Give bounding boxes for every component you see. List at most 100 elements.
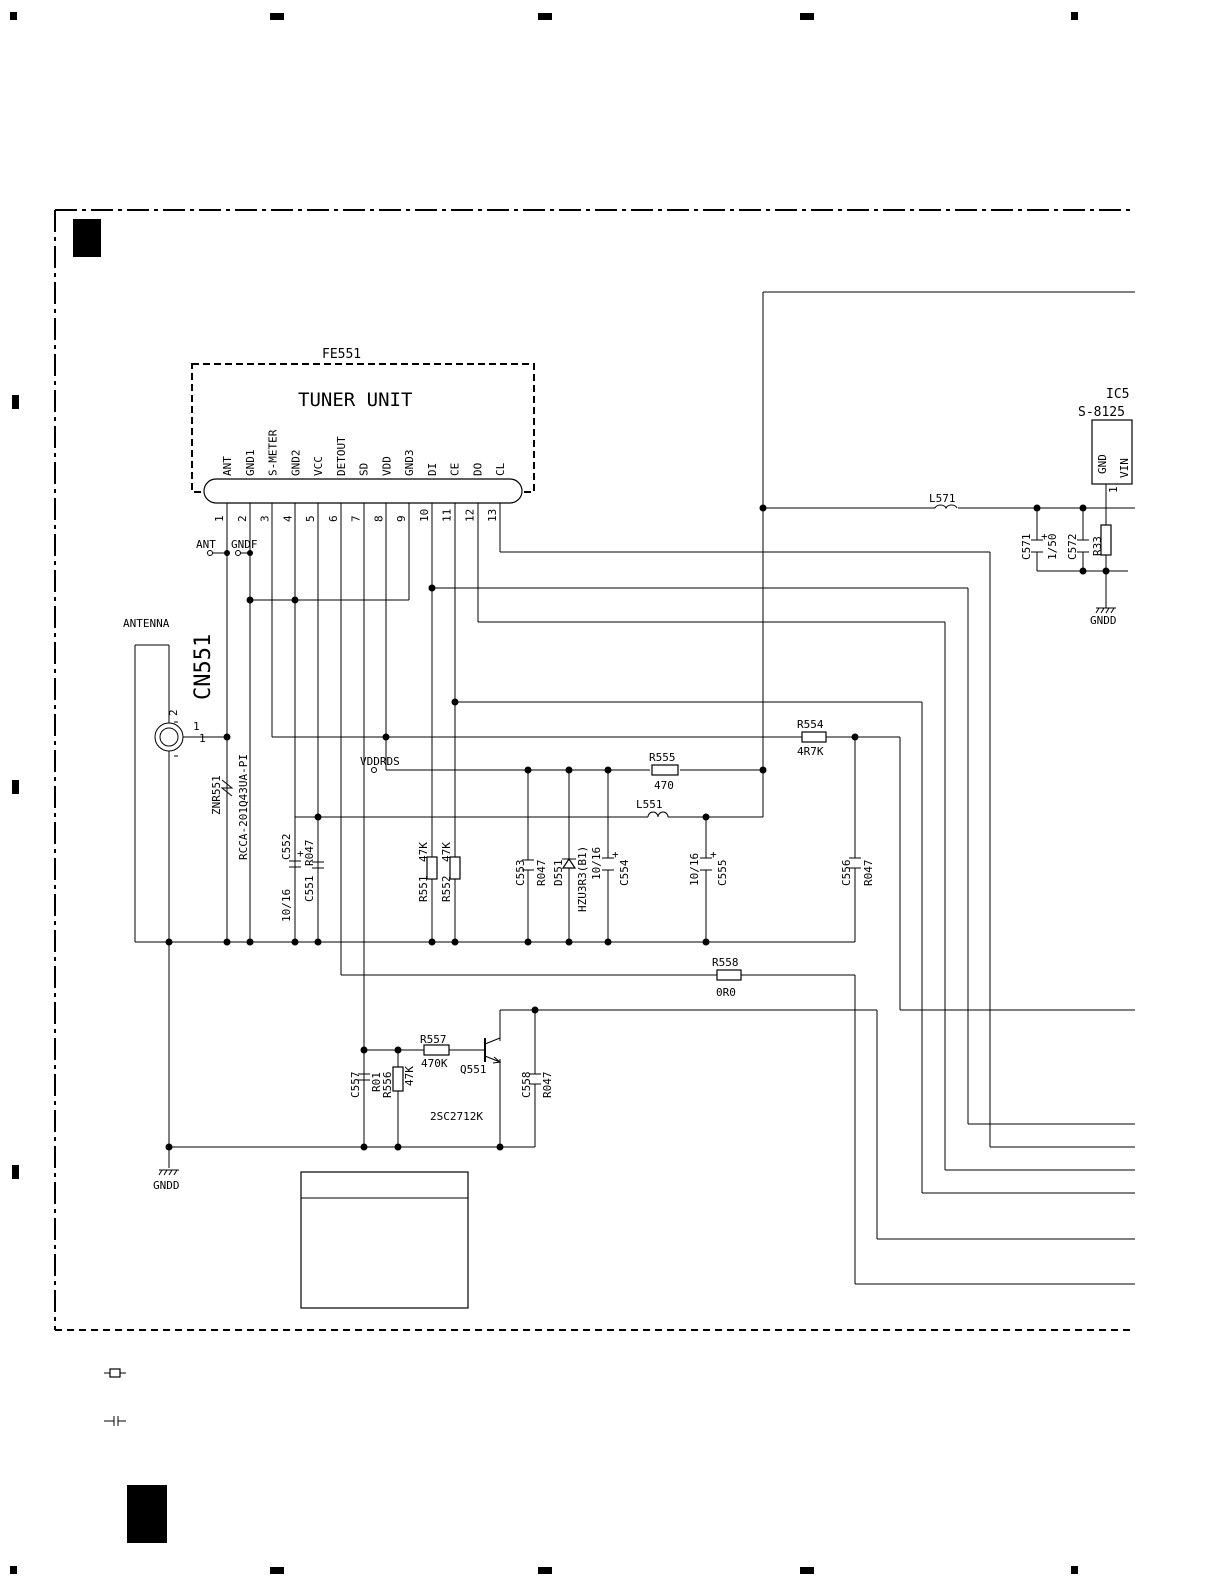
r555-val: 470 <box>654 779 674 792</box>
c558-val: R047 <box>541 1072 554 1099</box>
q551-part: 2SC2712K <box>430 1110 483 1123</box>
c572-ref: C572 <box>1066 534 1079 561</box>
r554: R554 4R7K <box>797 718 827 758</box>
tuner-unit: FE551 TUNER UNIT ANT1GND12S-METER3GND24V… <box>191 347 535 522</box>
r555-ref: R555 <box>649 751 676 764</box>
c553-ref: C553 <box>514 860 527 887</box>
tuner-pin-number: 10 <box>418 509 431 522</box>
r551: R551 47K <box>417 842 438 903</box>
gndd-right-label: GNDD <box>1090 614 1117 627</box>
tuner-pin-number: 5 <box>304 515 317 522</box>
c552-val: 10/16 <box>280 889 293 922</box>
r557-ref: R557 <box>420 1033 447 1046</box>
r554-ref: R554 <box>797 718 824 731</box>
tuner-pin-number: 8 <box>372 515 385 522</box>
tuner-ref: FE551 <box>322 347 361 362</box>
cn551-pin2: 2 <box>167 709 180 716</box>
vddrds-label: VDDRDS <box>360 755 400 768</box>
page-corner-marker <box>127 1485 167 1543</box>
gndf-terminal-label: GNDF <box>231 538 258 551</box>
q551: Q551 2SC2712K <box>430 1037 502 1123</box>
tuner-pin-name: GND1 <box>244 450 257 477</box>
cn551-pin1b: 1 <box>199 732 206 745</box>
r33-ref: R33 <box>1091 536 1104 556</box>
tuner-pin-name: DI <box>426 463 439 476</box>
tuner-pin-name: DETOUT <box>335 436 348 476</box>
c571-ref: C571 <box>1020 534 1033 561</box>
c557-val: R01 <box>370 1072 383 1092</box>
svg-text:+: + <box>297 847 304 860</box>
ic-pin1: 1 <box>1107 486 1120 493</box>
ground-left: GNDD <box>153 1169 180 1192</box>
junction-dots <box>165 504 1110 1151</box>
tuner-pin-number: 11 <box>441 509 454 522</box>
tuner-pin-name: CL <box>494 462 507 476</box>
c551: C551 R047 <box>303 840 324 902</box>
antenna-label: ANTENNA <box>123 617 170 630</box>
r557: R557 470K <box>420 1033 450 1070</box>
c554: + 10/16 C554 <box>590 847 631 886</box>
registration-marks <box>10 12 1078 1574</box>
r33: R33 <box>1091 524 1112 556</box>
c555-val: 10/16 <box>688 853 701 886</box>
c572: C572 <box>1066 534 1089 561</box>
tuner-pin-number: 13 <box>486 509 499 522</box>
svg-text:+: + <box>1041 530 1048 543</box>
r558: R558 0R0 <box>712 956 742 999</box>
r558-val: 0R0 <box>716 986 736 999</box>
c552: + C552 10/16 <box>280 834 304 923</box>
vddrds-node: VDDRDS <box>360 755 400 773</box>
c556-val: R047 <box>862 860 875 887</box>
ic-pin-gnd: GND <box>1096 454 1109 474</box>
c558-ref: C558 <box>520 1072 533 1099</box>
l551-ref: L551 <box>636 798 663 811</box>
ant-gndf-terminals: ANT GNDF <box>196 538 258 556</box>
tuner-pin-name: VDD <box>380 456 393 476</box>
legend-symbols <box>104 1368 126 1426</box>
tuner-pin-number: 4 <box>281 515 294 522</box>
c554-val: 10/16 <box>590 847 603 880</box>
d551: D551 HZU3R3(B1) <box>552 846 589 912</box>
tuner-title: TUNER UNIT <box>298 389 412 411</box>
c571: + C571 1/50 <box>1020 530 1059 560</box>
r556-ref: R556 <box>381 1072 394 1099</box>
r554-val: 4R7K <box>797 745 824 758</box>
r552-val: 47K <box>440 842 453 862</box>
r555: R555 470 <box>649 751 679 792</box>
c553: C553 R047 <box>514 859 548 887</box>
r551-ref: R551 <box>417 876 430 903</box>
c557: C557 R01 <box>349 1072 383 1099</box>
tuner-pin-number: 6 <box>327 515 340 522</box>
q551-ref: Q551 <box>460 1063 487 1076</box>
c556-ref: C556 <box>840 860 853 887</box>
r551-val: 47K <box>417 842 430 862</box>
l551: L551 <box>636 798 669 818</box>
d551-ref: D551 <box>552 860 565 887</box>
tuner-pins: ANT1GND12S-METER3GND24VCC5DETOUT6SD7VDD8… <box>213 429 507 522</box>
tuner-pin-number: 2 <box>236 515 249 522</box>
r557-val: 470K <box>421 1057 448 1070</box>
ant-terminal-label: ANT <box>196 538 216 551</box>
c555: + 10/16 C555 <box>688 848 729 886</box>
r556-val: 47K <box>403 1066 416 1086</box>
ic-pin-vin: VIN <box>1118 458 1131 478</box>
znr551: ZNR551 RCCA-201Q43UA-PI <box>210 754 250 860</box>
r558-ref: R558 <box>712 956 739 969</box>
tuner-pin-number: 12 <box>463 509 476 522</box>
c558: C558 R047 <box>520 1072 554 1099</box>
r552-ref: R552 <box>440 876 453 903</box>
section-marker <box>73 219 101 257</box>
tuner-pin-name: SD <box>358 463 371 476</box>
c571-val: 1/50 <box>1046 534 1059 561</box>
znr551-ref: ZNR551 <box>210 775 223 815</box>
r556: R556 47K <box>381 1066 416 1098</box>
l571-ref: L571 <box>929 492 956 505</box>
tuner-pin-name: VCC <box>312 456 325 476</box>
capacitor-legend-icon <box>104 1416 126 1426</box>
tuner-pin-name: S-METER <box>267 429 280 476</box>
wiring <box>134 291 1135 1285</box>
r552: R552 47K <box>440 842 461 903</box>
c556: C556 R047 <box>840 857 875 887</box>
tuner-pin-name: CE <box>449 463 462 476</box>
c551-val: R047 <box>303 840 316 867</box>
